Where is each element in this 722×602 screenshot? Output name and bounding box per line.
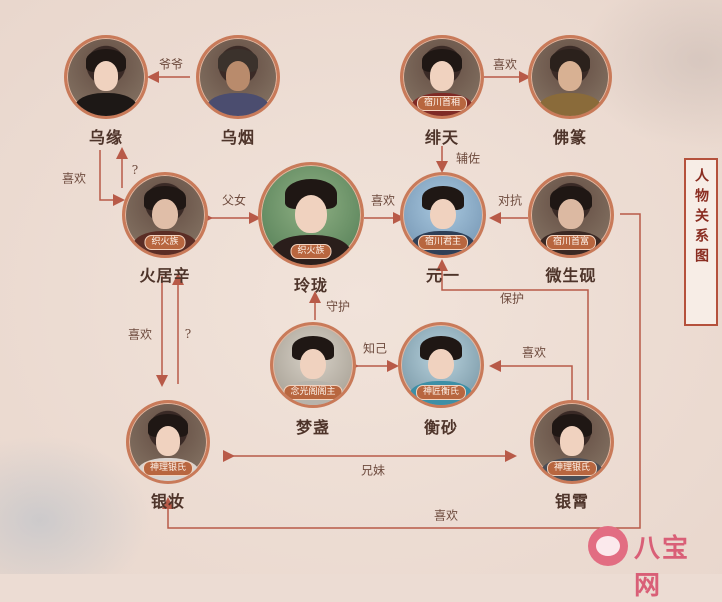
label-like-xiao-sha: 喜欢 bbox=[521, 345, 547, 360]
name-linglong: 玲珑 bbox=[293, 276, 329, 295]
badge-mengzhan: 念光阁阁主 bbox=[283, 385, 343, 401]
badge-feitian: 宿川首相 bbox=[416, 96, 468, 112]
badge-linglong: 织火族 bbox=[290, 244, 332, 259]
name-fojia: 佛篆 bbox=[552, 128, 588, 147]
label-father-daughter: 父女 bbox=[221, 193, 247, 208]
label-like-wuyuan-huo: 喜欢 bbox=[61, 171, 87, 186]
label-q2: ? bbox=[184, 327, 192, 341]
portrait-yinzhuang: 神理银氏 bbox=[126, 400, 210, 484]
label-assist: 辅佐 bbox=[455, 151, 481, 166]
title-panel: 人物关系图 bbox=[684, 158, 718, 326]
portrait-weishengxian: 宿川首富 bbox=[528, 172, 614, 258]
name-wuyan: 乌烟 bbox=[220, 128, 256, 147]
label-like-feitian-fojia: 喜欢 bbox=[492, 57, 518, 72]
label-like-huo-zhuang: 喜欢 bbox=[127, 327, 153, 342]
site-logo: 八宝网 bbox=[588, 524, 716, 601]
badge-weishengxian: 宿川首富 bbox=[545, 235, 597, 251]
label-like-wei-zhuang: 喜欢 bbox=[433, 508, 459, 523]
badge-huojuxin: 织火族 bbox=[144, 235, 186, 251]
portrait-fojia bbox=[528, 35, 612, 119]
badge-yinxiao: 神理银氏 bbox=[546, 461, 598, 477]
relationship-lines bbox=[99, 71, 641, 529]
portrait-yinxiao: 神理银氏 bbox=[530, 400, 614, 484]
name-mengzhan: 梦盏 bbox=[295, 418, 331, 437]
portrait-hengsha: 神匠衡氏 bbox=[398, 322, 484, 408]
name-yuanyi: 元一 bbox=[425, 266, 461, 285]
name-weishengxian: 微生砚 bbox=[545, 266, 597, 285]
label-like-ling-yuan: 喜欢 bbox=[370, 193, 396, 208]
portrait-wuyan bbox=[196, 35, 280, 119]
portrait-yuanyi: 宿川君主 bbox=[400, 172, 486, 258]
label-protect: 保护 bbox=[499, 291, 525, 306]
link-yinxiao-hengsha bbox=[489, 360, 573, 400]
badge-yuanyi: 宿川君主 bbox=[417, 235, 469, 251]
link-wuyuan-huojuxin bbox=[99, 150, 125, 206]
portrait-linglong: 织火族 bbox=[258, 162, 364, 268]
link-yinxiao-yuanyi bbox=[436, 259, 589, 400]
link-weishengxian-yinzhuang bbox=[162, 213, 641, 529]
label-oppose: 对抗 bbox=[497, 193, 523, 208]
panel-title: 人物关系图 bbox=[693, 168, 709, 268]
logo-mascot-icon bbox=[588, 526, 628, 566]
badge-hengsha: 神匠衡氏 bbox=[415, 385, 467, 401]
name-wuyuan: 乌缘 bbox=[88, 128, 124, 147]
name-yinxiao: 银霄 bbox=[554, 492, 590, 511]
label-siblings: 兄妹 bbox=[360, 463, 386, 478]
label-confidant: 知己 bbox=[362, 341, 388, 356]
portrait-wuyuan bbox=[64, 35, 148, 119]
portrait-mengzhan: 念光阁阁主 bbox=[270, 322, 356, 408]
name-yinzhuang: 银妆 bbox=[150, 492, 186, 511]
name-huojuxin: 火居辛 bbox=[139, 266, 191, 285]
portrait-feitian: 宿川首相 bbox=[400, 35, 484, 119]
label-q1: ? bbox=[131, 163, 139, 177]
badge-yinzhuang: 神理银氏 bbox=[142, 461, 194, 477]
label-guard: 守护 bbox=[325, 299, 351, 314]
name-hengsha: 衡砂 bbox=[423, 418, 459, 437]
label-grandpa: 爷爷 bbox=[158, 57, 184, 72]
logo-text: 八宝网 bbox=[634, 534, 691, 601]
portrait-huojuxin: 织火族 bbox=[122, 172, 208, 258]
name-feitian: 绯天 bbox=[424, 128, 460, 147]
